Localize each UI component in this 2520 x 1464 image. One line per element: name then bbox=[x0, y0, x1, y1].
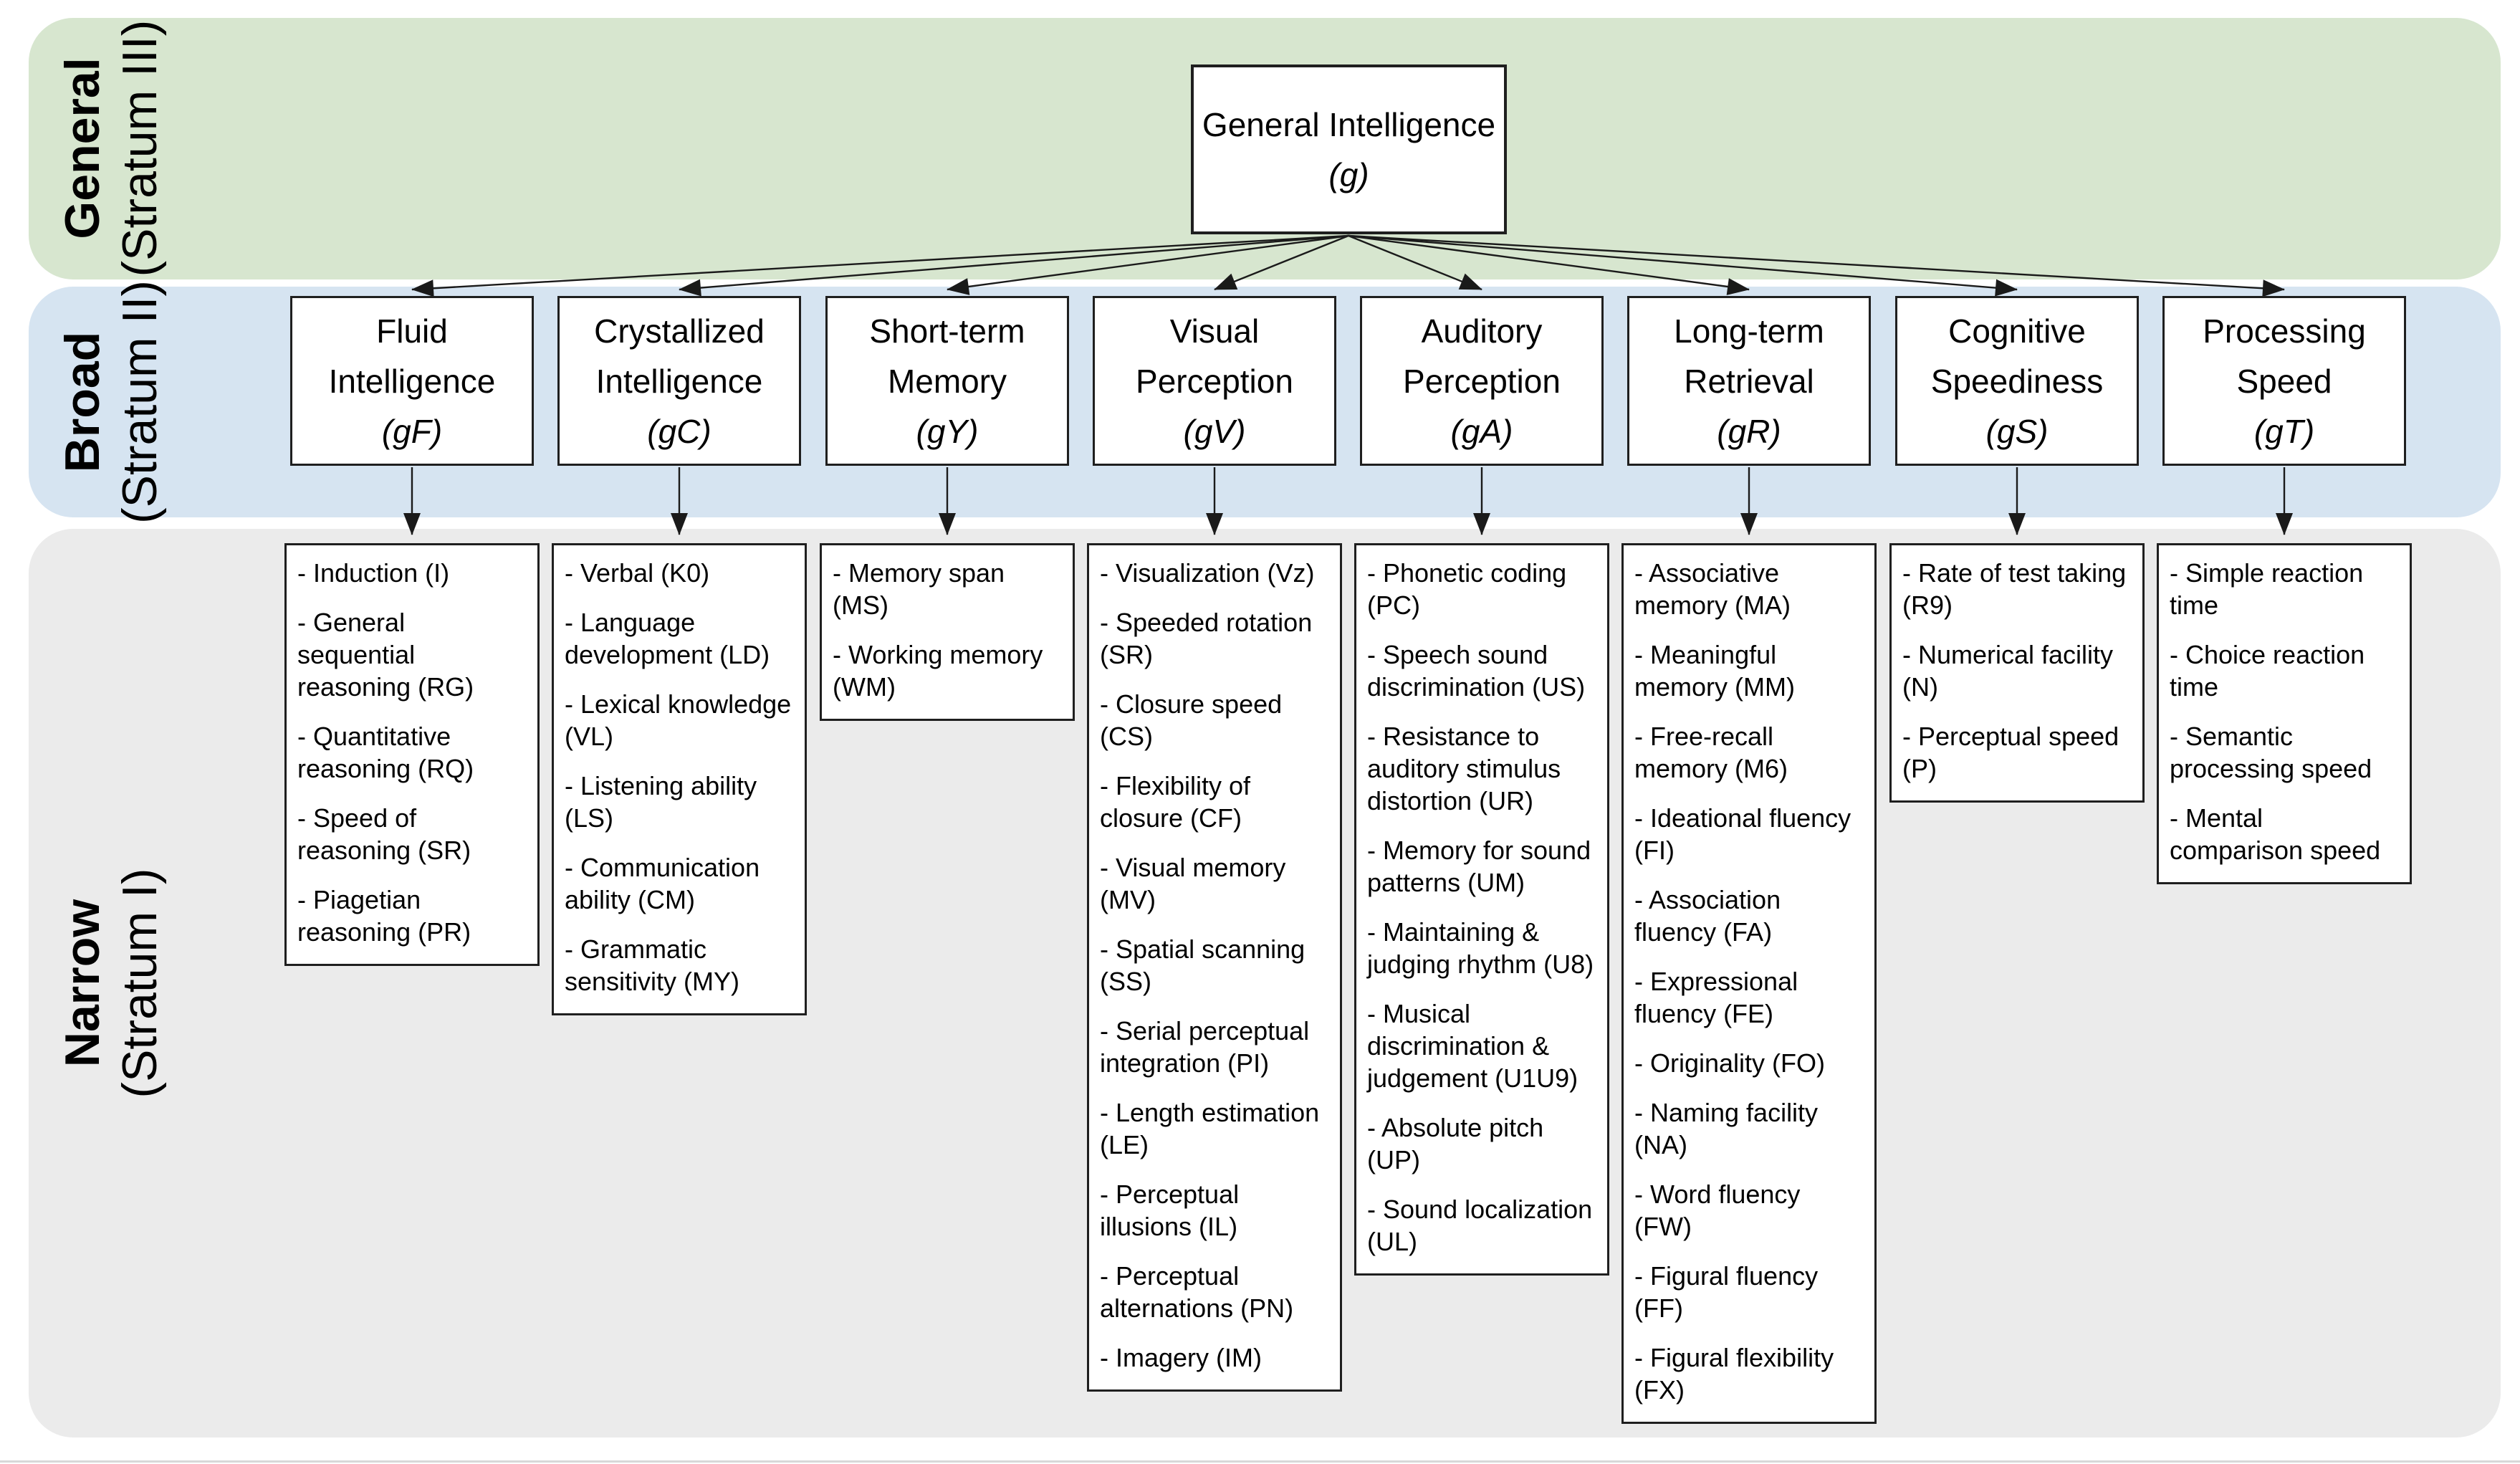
narrow-ability-item: - Musical discrimination & judgement (U1… bbox=[1367, 999, 1578, 1093]
narrow-ability-item: - Phonetic coding (PC) bbox=[1367, 558, 1567, 620]
narrow-ability-item: - Imagery (IM) bbox=[1100, 1343, 1263, 1372]
node-code: (g) bbox=[1328, 156, 1369, 193]
narrow-ability-item: - Rate of test taking (R9) bbox=[1902, 558, 2127, 620]
narrow-ability-item: - Free-recall memory (M6) bbox=[1634, 722, 1788, 783]
narrow-ability-item: - Numerical facility (N) bbox=[1902, 640, 2114, 702]
narrow-ability-item: - Resistance to auditory stimulus distor… bbox=[1367, 722, 1561, 815]
broad-node-gR: Long-term Retrieval (gR) bbox=[1627, 296, 1871, 466]
node-code: (gS) bbox=[1985, 412, 2049, 450]
narrow-ability-item: - Associative memory (MA) bbox=[1634, 558, 1791, 620]
narrow-abilities-box-gR: - Associative memory (MA) - Meaningful me… bbox=[1621, 543, 1877, 1424]
narrow-ability-item: - Spatial scanning (SS) bbox=[1100, 934, 1305, 996]
narrow-ability-item: - Induction (I) bbox=[297, 558, 450, 588]
narrow-ability-item: - Absolute pitch (UP) bbox=[1367, 1113, 1544, 1174]
narrow-ability-item: - Expressional fluency (FE) bbox=[1634, 967, 1798, 1028]
narrow-ability-item: - Memory span (MS) bbox=[833, 558, 1005, 620]
narrow-ability-item: - Memory for sound patterns (UM) bbox=[1367, 836, 1591, 897]
narrow-ability-item: - Piagetian reasoning (PR) bbox=[297, 885, 471, 947]
general-intelligence-node: General Intelligence (g) bbox=[1191, 64, 1507, 234]
broad-node-gC: Crystallized Intelligence (gC) bbox=[557, 296, 801, 466]
narrow-ability-item: - Perceptual alternations (PN) bbox=[1100, 1261, 1294, 1323]
narrow-ability-item: - Working memory (WM) bbox=[833, 640, 1043, 702]
broad-node-gS: Cognitive Speediness (gS) bbox=[1895, 296, 2139, 466]
narrow-ability-item: - Maintaining & judging rhythm (U8) bbox=[1367, 917, 1594, 979]
narrow-ability-item: - Quantitative reasoning (RQ) bbox=[297, 722, 474, 783]
node-code: (gR) bbox=[1717, 412, 1781, 450]
node-title: Short-term Memory bbox=[869, 312, 1025, 400]
node-code: (gT) bbox=[2253, 412, 2315, 450]
narrow-ability-item: - Naming facility (NA) bbox=[1634, 1098, 1819, 1159]
narrow-ability-item: - Flexibility of closure (CF) bbox=[1100, 771, 1251, 833]
broad-node-gV: Visual Perception (gV) bbox=[1093, 296, 1336, 466]
narrow-ability-item: - Serial perceptual integration (PI) bbox=[1100, 1016, 1310, 1078]
narrow-abilities-box-gF: - Induction (I) - General sequential reas… bbox=[284, 543, 540, 966]
narrow-ability-item: - Word fluency (FW) bbox=[1634, 1180, 1801, 1241]
narrow-ability-item: - Originality (FO) bbox=[1634, 1048, 1826, 1078]
narrow-ability-item: - Speed of reasoning (SR) bbox=[297, 803, 471, 865]
narrow-ability-item: - Perceptual illusions (IL) bbox=[1100, 1180, 1240, 1241]
node-title: Processing Speed bbox=[2203, 312, 2366, 400]
node-code: (gC) bbox=[647, 412, 712, 450]
node-code: (gV) bbox=[1183, 412, 1246, 450]
narrow-abilities-box-gS: - Rate of test taking (R9) - Numerical fa… bbox=[1889, 543, 2145, 803]
narrow-ability-item: - Lexical knowledge (VL) bbox=[565, 689, 792, 751]
narrow-ability-item: - Ideational fluency (FI) bbox=[1634, 803, 1851, 865]
narrow-ability-item: - Listening ability (LS) bbox=[565, 771, 757, 833]
narrow-ability-item: - Language development (LD) bbox=[565, 608, 770, 669]
narrow-ability-item: - Verbal (K0) bbox=[565, 558, 710, 588]
node-title: Crystallized Intelligence bbox=[594, 312, 765, 400]
node-title: Cognitive Speediness bbox=[1930, 312, 2104, 400]
narrow-ability-item: - General sequential reasoning (RG) bbox=[297, 608, 474, 702]
broad-node-gA: Auditory Perception (gA) bbox=[1360, 296, 1604, 466]
narrow-ability-item: - Speech sound discrimination (US) bbox=[1367, 640, 1586, 702]
narrow-ability-item: - Sound localization (UL) bbox=[1367, 1195, 1593, 1256]
narrow-abilities-box-gA: - Phonetic coding (PC) - Speech sound dis… bbox=[1354, 543, 1609, 1276]
node-code: (gF) bbox=[381, 412, 443, 450]
narrow-ability-item: - Visual memory (MV) bbox=[1100, 853, 1286, 914]
narrow-ability-item: - Grammatic sensitivity (MY) bbox=[565, 934, 740, 996]
broad-node-gY: Short-term Memory (gY) bbox=[825, 296, 1069, 466]
narrow-ability-item: - Mental comparison speed bbox=[2170, 803, 2381, 865]
node-code: (gA) bbox=[1450, 412, 1513, 450]
narrow-ability-item: - Length estimation (LE) bbox=[1100, 1098, 1320, 1159]
node-title: Auditory Perception bbox=[1403, 312, 1561, 400]
node-title: Visual Perception bbox=[1136, 312, 1293, 400]
broad-node-gT: Processing Speed (gT) bbox=[2162, 296, 2406, 466]
node-title: Fluid Intelligence bbox=[328, 312, 496, 400]
narrow-abilities-box-gV: - Visualization (Vz) - Speeded rotation (… bbox=[1087, 543, 1342, 1392]
node-title: General Intelligence bbox=[1202, 105, 1496, 143]
bottom-rule bbox=[0, 1460, 2520, 1463]
narrow-ability-item: - Closure speed (CS) bbox=[1100, 689, 1283, 751]
narrow-ability-item: - Communication ability (CM) bbox=[565, 853, 760, 914]
narrow-ability-item: - Figural flexibility (FX) bbox=[1634, 1343, 1834, 1405]
narrow-ability-item: - Visualization (Vz) bbox=[1100, 558, 1315, 588]
narrow-ability-item: - Speeded rotation (SR) bbox=[1100, 608, 1313, 669]
narrow-abilities-box-gY: - Memory span (MS) - Working memory (WM) bbox=[820, 543, 1075, 721]
narrow-ability-item: - Choice reaction time bbox=[2170, 640, 2365, 702]
narrow-ability-item: - Simple reaction time bbox=[2170, 558, 2364, 620]
node-title: Long-term Retrieval bbox=[1674, 312, 1824, 400]
broad-node-gF: Fluid Intelligence (gF) bbox=[290, 296, 534, 466]
narrow-ability-item: - Perceptual speed (P) bbox=[1902, 722, 2119, 783]
narrow-ability-item: - Association fluency (FA) bbox=[1634, 885, 1781, 947]
narrow-ability-item: - Figural fluency (FF) bbox=[1634, 1261, 1819, 1323]
narrow-abilities-box-gT: - Simple reaction time - Choice reaction … bbox=[2157, 543, 2412, 884]
narrow-ability-item: - Meaningful memory (MM) bbox=[1634, 640, 1795, 702]
narrow-ability-item: - Semantic processing speed bbox=[2170, 722, 2372, 783]
node-code: (gY) bbox=[916, 412, 979, 450]
narrow-abilities-box-gC: - Verbal (K0) - Language development (LD)… bbox=[552, 543, 807, 1015]
